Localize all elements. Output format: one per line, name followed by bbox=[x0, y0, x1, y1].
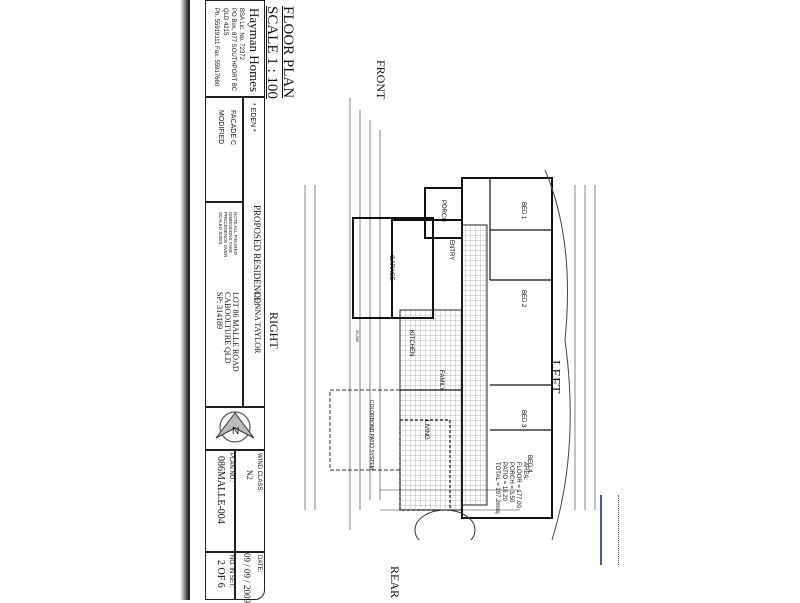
area-patio: PATIO = 16.20 bbox=[501, 462, 507, 501]
room-bed-2: BED 2 bbox=[520, 290, 526, 308]
drawing-scale: SCALE 1 : 100 bbox=[264, 6, 280, 99]
client-name: DONNA TAYLOR bbox=[253, 292, 262, 354]
company-details-2: PO Box, 877 SOUTHPORT BC bbox=[230, 8, 236, 92]
area-label: AREA: bbox=[522, 462, 528, 481]
room-garage: GARAGE bbox=[388, 255, 394, 281]
room-bed-4: BED 4 bbox=[526, 455, 532, 473]
area-floor: FLOOR = 177.00 bbox=[515, 462, 521, 508]
plan-no: 086MALLE-004 bbox=[215, 456, 226, 524]
room-family: FAMILY bbox=[438, 370, 444, 391]
set-label: NO. IN SET: bbox=[228, 555, 234, 588]
area-total: TOTAL = 197.2msq bbox=[494, 462, 500, 514]
drawing-title: FLOOR PLAN bbox=[280, 6, 296, 99]
plan-no-label: PLAN NO.: bbox=[228, 453, 234, 483]
address-1: LOT 86 MALLE ROAD bbox=[231, 292, 240, 372]
room-patio: COLORBOND PATIO SYSTEM bbox=[368, 400, 374, 470]
room-bed-3: BED 3 bbox=[520, 410, 526, 428]
facade: FACADE C bbox=[229, 110, 236, 146]
side-rear: REAR bbox=[388, 566, 402, 599]
room-bed-1: BED 1 bbox=[520, 202, 526, 220]
company-details-3: QLD 4215 bbox=[222, 8, 228, 36]
company-details-1: BSA Lic. No. 72372 bbox=[238, 8, 244, 61]
area-porch: PORCH = 3.50 bbox=[508, 462, 514, 503]
proposed-label: PROPOSED RESIDENCE: bbox=[252, 205, 262, 306]
overall-dimension: 20,300 bbox=[355, 330, 360, 343]
note-4: SCALED SIZES. bbox=[218, 212, 223, 246]
date-label: DATE: bbox=[256, 555, 262, 573]
note-1: NOTE ALL FIGURED bbox=[233, 212, 238, 255]
set-number: 2 OF 6 bbox=[215, 560, 226, 588]
address-3: SP: 314189 bbox=[215, 292, 224, 330]
scan-shadow bbox=[180, 0, 188, 600]
note-2: DIMENSIONS TAKE bbox=[228, 212, 233, 254]
side-right: RIGHT bbox=[267, 312, 281, 349]
room-kitchen: KITCHEN bbox=[408, 330, 414, 356]
client-signature bbox=[600, 495, 619, 565]
room-porch: PORCH bbox=[440, 200, 446, 222]
address-2: CABOOLTURE QLD bbox=[223, 292, 232, 364]
room-entry: ENTRY bbox=[448, 240, 454, 260]
company-details-4: Ph. 55919111 Fax. 55917660 bbox=[213, 8, 219, 87]
wind-class-label: WIND CLASS: bbox=[256, 453, 262, 493]
company-name: Hayman Homes bbox=[247, 8, 262, 93]
svg-text:N: N bbox=[232, 426, 239, 437]
drawing-sheet bbox=[188, 0, 610, 600]
design-name: * EDEN * bbox=[249, 103, 256, 132]
modified: MODIFIED bbox=[217, 110, 224, 145]
dimension-lines bbox=[304, 98, 596, 530]
note-3: PRECEDENCE OVER bbox=[223, 212, 228, 258]
floor-plan-drawing: 20,300 BED 1 BED 2 BED 3 BED 4 GARAGE PO… bbox=[304, 98, 596, 540]
wind-class: N2 bbox=[245, 470, 254, 480]
room-living: LIVING bbox=[423, 420, 429, 440]
north-arrow-icon: N bbox=[215, 411, 255, 443]
date: 09 / 09 / 2009 bbox=[242, 553, 252, 603]
